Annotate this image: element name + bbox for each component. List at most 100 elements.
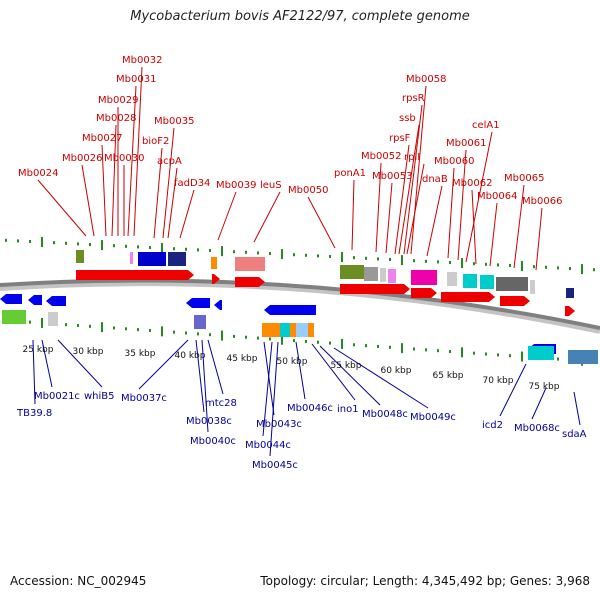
top-leader-line	[489, 202, 498, 267]
top-leader-line	[37, 179, 87, 237]
genome-backbone	[0, 278, 600, 330]
feature-block	[447, 272, 457, 286]
bottom-gene-label: Mb0049c	[410, 412, 456, 423]
feature-block	[130, 252, 133, 264]
bottom-leader-line	[333, 347, 429, 409]
top-leader-line	[217, 191, 237, 241]
feature-block	[211, 257, 217, 269]
bottom-gene-label: sdaA	[562, 429, 587, 440]
bottom-gene-label: Mb0048c	[362, 409, 408, 420]
top-gene-label: Mb0062	[452, 178, 492, 189]
scale-label: 70 kbp	[483, 376, 514, 386]
top-leader-line	[394, 144, 410, 255]
bottom-gene-label: ino1	[337, 404, 359, 415]
scale-label: 50 kbp	[277, 357, 308, 367]
feature-block	[530, 280, 535, 294]
top-leader-line	[426, 185, 443, 257]
bottom-gene-label: Mb0040c	[190, 436, 236, 447]
top-gene-label: Mb0052	[361, 151, 401, 162]
bottom-gene-label: TB39.8	[16, 408, 52, 419]
feature-block	[411, 270, 437, 285]
feature-block	[566, 288, 574, 298]
bottom-leader-line	[207, 339, 224, 395]
top-gene-label: Mb0039	[216, 180, 256, 191]
top-leader-line	[133, 66, 143, 237]
reverse-gene-arrow	[214, 300, 222, 310]
reverse-gene-arrow	[186, 298, 210, 308]
feature-block	[168, 252, 186, 266]
forward-gene-arrow	[212, 274, 220, 284]
feature-block	[568, 350, 598, 364]
bottom-leader-line	[262, 341, 273, 437]
top-gene-label: Mb0064	[477, 191, 517, 202]
top-leader-line	[471, 189, 477, 265]
feature-block	[235, 257, 265, 271]
forward-gene-arrow	[565, 306, 575, 316]
top-gene-label: celA1	[472, 120, 500, 131]
feature-block	[480, 275, 494, 289]
top-gene-label: acpA	[157, 156, 182, 167]
feature-block	[496, 277, 528, 291]
top-leader-line	[447, 167, 455, 259]
top-gene-label: Mb0050	[288, 185, 328, 196]
feature-block	[528, 346, 554, 360]
reverse-gene-arrow	[264, 305, 316, 315]
top-leader-line	[101, 144, 107, 237]
reverse-gene-arrow	[0, 294, 22, 304]
bottom-gene-label: Mb0045c	[252, 460, 298, 471]
feature-block	[463, 274, 477, 288]
top-gene-label: ssb	[399, 113, 416, 124]
scale-label: 55 kbp	[331, 361, 362, 371]
bottom-leader-line	[499, 363, 527, 417]
scale-label: 45 kbp	[227, 354, 258, 364]
scale-label: 30 kbp	[73, 347, 104, 357]
top-gene-label: Mb0032	[122, 55, 162, 66]
top-gene-label: Mb0031	[116, 74, 156, 85]
feature-block	[138, 252, 166, 266]
feature-block	[380, 268, 386, 282]
forward-gene-arrow	[411, 288, 437, 298]
feature-block	[48, 312, 58, 326]
top-leader-line	[398, 124, 420, 255]
bottom-leader-line	[573, 391, 581, 426]
top-leader-line	[81, 164, 95, 237]
top-leader-line	[111, 124, 117, 237]
reverse-gene-arrow	[28, 295, 42, 305]
top-gene-label: ponA1	[334, 168, 366, 179]
scale-label: 40 kbp	[175, 351, 206, 361]
accession-text: Accession: NC_002945	[10, 574, 147, 588]
scale-label: 35 kbp	[125, 349, 156, 359]
top-gene-label: dnaB	[422, 174, 448, 185]
top-gene-label: Mb0030	[104, 153, 144, 164]
top-gene-label: rplI	[404, 152, 420, 163]
bottom-gene-label: Mb0043c	[256, 419, 302, 430]
top-leader-line	[513, 184, 525, 269]
forward-gene-arrow	[441, 292, 495, 302]
top-gene-label: Mb0061	[446, 138, 486, 149]
bottom-leader-line	[201, 339, 209, 433]
bottom-leader-line	[269, 341, 279, 457]
top-leader-line	[375, 162, 382, 253]
bottom-gene-label: Mb0021c	[34, 391, 80, 402]
bottom-leader-line	[311, 343, 356, 401]
top-gene-label: Mb0066	[522, 196, 562, 207]
scale-label: 25 kbp	[23, 345, 54, 355]
feature-block	[2, 310, 26, 324]
feature-block	[364, 267, 378, 281]
bottom-gene-label: Mb0068c	[514, 423, 560, 434]
top-leader-line	[253, 191, 281, 243]
feature-block	[340, 265, 364, 279]
reverse-gene-arrow	[46, 296, 66, 306]
top-gene-label: Mb0053	[372, 171, 412, 182]
bottom-leader-line	[319, 345, 381, 406]
top-gene-label: Mb0026	[62, 153, 102, 164]
scale-label: 75 kbp	[529, 382, 560, 392]
feature-block	[76, 250, 84, 263]
bottom-gene-label: Mb0044c	[245, 440, 291, 451]
top-gene-label: Mb0065	[504, 173, 544, 184]
top-leader-line	[457, 149, 467, 261]
forward-gene-arrow	[76, 270, 194, 280]
bottom-leader-line	[138, 339, 189, 390]
